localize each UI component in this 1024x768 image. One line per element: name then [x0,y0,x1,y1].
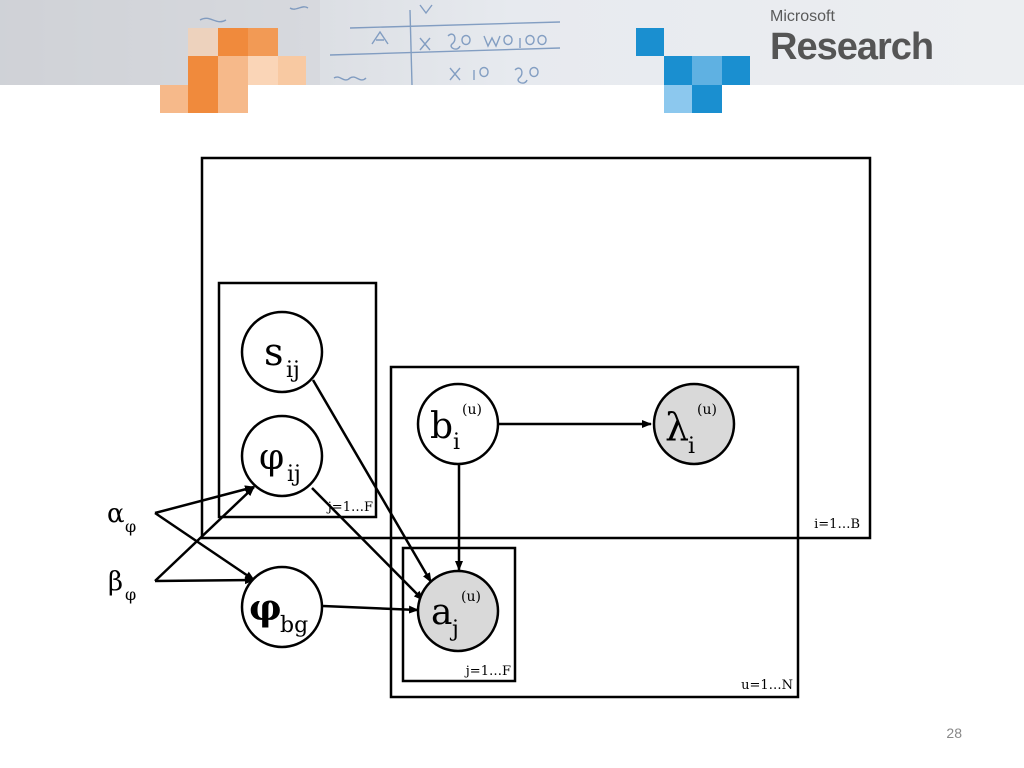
edge-beta-to-phi-bg [154,576,255,585]
plate-label-j-bottom: j=1…F [464,664,511,679]
node-lambda-i-sup: (u) [697,402,717,418]
plate-j-left [217,281,378,519]
plate-label-i: i=1…B [814,517,860,532]
node-lambda-i: λ i (u) [652,382,736,466]
node-b-i-sub: i [453,430,460,455]
header-banner: Microsoft Research [0,0,1024,115]
node-s-ij: s ij [240,310,324,394]
node-a-j-sub: j [449,617,459,642]
edges [154,379,652,614]
node-b-i: b i (u) [416,382,500,466]
blue-mosaic [636,28,750,113]
brand-microsoft: Microsoft [770,8,835,25]
hyperparam-beta-sub: φ [125,585,136,604]
edge-phi-ij-to-a [311,487,424,601]
plate-label-u: u=1…N [741,678,793,693]
hyperparam-beta-main: β [108,567,123,597]
node-lambda-i-sub: i [688,434,695,459]
edge-phi-bg-to-a [322,604,419,614]
node-phi-ij-sub: ij [287,462,301,487]
node-lambda-i-main: λ [665,405,689,449]
microsoft-research-logo: Microsoft Research [770,8,934,68]
node-a-j-sup: (u) [461,589,481,605]
node-s-ij-sub: ij [286,358,300,383]
hyperparam-beta: β φ [108,567,136,604]
node-s-ij-main: s [264,330,284,374]
node-phi-bg-main: φ [249,587,282,629]
plate-u [389,365,800,699]
node-phi-bg-sub: bg [280,613,308,638]
hyperparam-alpha: α φ [107,499,136,536]
edge-s-to-a [311,379,433,583]
orange-mosaic [160,28,306,113]
node-b-i-sup: (u) [462,402,482,418]
page-number: 28 [946,725,962,741]
plate-i [200,156,872,540]
node-a-j-main: a [431,592,452,633]
handwriting-sketch [199,4,561,86]
node-a-j: a j (u) [416,569,500,653]
header-background [0,0,1024,113]
hyperparam-alpha-main: α [107,499,125,529]
edge-alpha-to-phi-ij [154,485,255,515]
plate-label-j-left: j=1…F [326,500,373,515]
node-phi-ij-main: φ [259,437,284,478]
node-b-i-main: b [430,406,453,447]
brand-research: Research [770,26,934,68]
node-phi-ij: φ ij [240,414,324,498]
edge-beta-to-phi-ij [154,486,255,582]
hyperparam-alpha-sub: φ [125,517,136,536]
edge-alpha-to-phi-bg [154,511,255,582]
node-phi-bg: φ bg [240,565,324,649]
